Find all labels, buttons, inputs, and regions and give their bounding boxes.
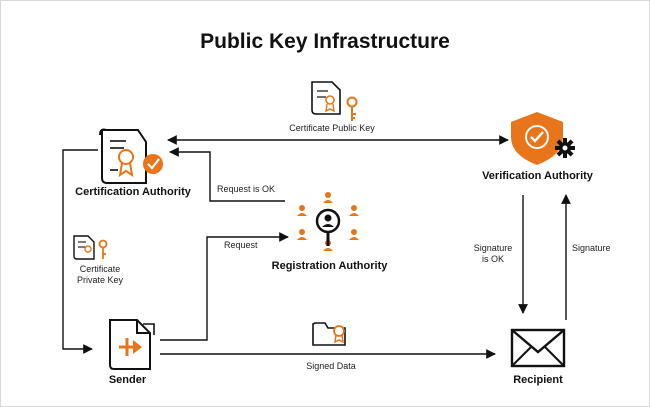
edge-ra-to-ca <box>169 147 285 202</box>
shield-check-with-gear-icon <box>511 112 575 165</box>
label-signed-data: Signed Data <box>306 361 356 371</box>
node-certification-authority: Certification Authority <box>75 186 191 198</box>
edge-sender-to-ra <box>160 232 289 341</box>
label-certificate-public-key: Certificate Public Key <box>289 123 375 133</box>
label-signature-is-ok-line2: is OK <box>481 254 504 264</box>
node-recipient: Recipient <box>513 374 563 386</box>
node-sender: Sender <box>108 374 147 386</box>
label-request-is-ok: Request is OK <box>217 184 276 194</box>
label-certificate-private-key: Certificate Private Key <box>60 264 140 286</box>
document-with-arrow-icon <box>109 319 155 370</box>
diagram-title: Public Key Infrastructure <box>200 30 450 53</box>
people-network-magnifier-icon <box>297 192 359 251</box>
folder-with-seal-icon <box>312 322 346 346</box>
label-certificate-private-key-line1: Certificate <box>79 264 121 274</box>
certificate-document-with-seal-icon <box>99 128 163 184</box>
label-signature-is-ok: Signature is OK <box>465 243 521 265</box>
certificate-with-key-icon-private <box>73 235 108 260</box>
label-signature: Signature <box>572 243 611 253</box>
label-certificate-private-key-line2: Private Key <box>76 275 124 285</box>
certificate-with-key-icon-public <box>311 81 358 121</box>
node-registration-authority: Registration Authority <box>271 260 388 272</box>
label-request: Request <box>224 240 258 250</box>
envelope-icon <box>510 328 566 368</box>
edge-ca-to-sender <box>62 149 98 354</box>
label-signature-is-ok-line1: Signature <box>473 243 513 253</box>
node-verification-authority: Verification Authority <box>482 170 593 182</box>
